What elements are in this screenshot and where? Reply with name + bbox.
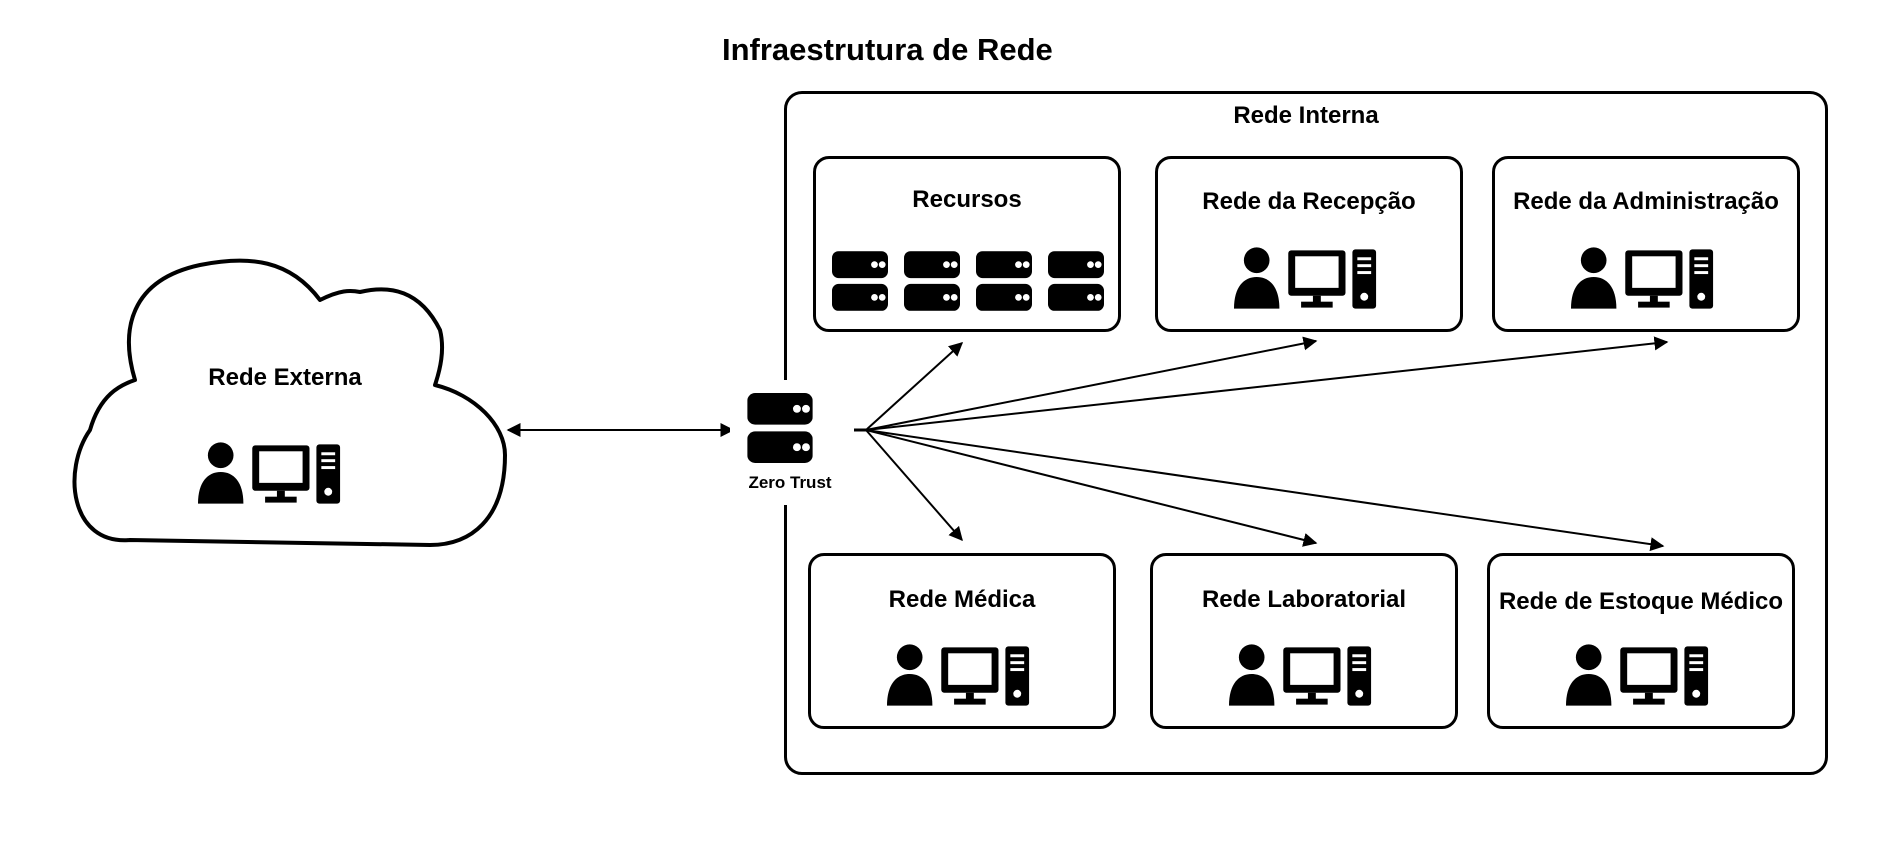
network-box-reception: Rede da Recepção xyxy=(1155,156,1463,332)
internal-network-label: Rede Interna xyxy=(1233,102,1379,129)
workstation-icon xyxy=(887,644,1035,706)
network-box-laboratory: Rede Laboratorial xyxy=(1150,553,1458,729)
network-label: Rede de Estoque Médico xyxy=(1498,588,1784,615)
network-label: Rede da Recepção xyxy=(1202,188,1416,215)
server-icon xyxy=(976,251,1032,311)
workstation-icon xyxy=(1566,644,1714,706)
server-icon xyxy=(741,393,819,463)
diagram-title: Infraestrutura de Rede xyxy=(722,32,1053,67)
network-box-medical: Rede Médica xyxy=(808,553,1116,729)
workstation-icon xyxy=(1571,247,1719,309)
server-icon xyxy=(832,251,888,311)
resources-box: Recursos xyxy=(813,156,1121,332)
network-label: Rede Médica xyxy=(888,586,1036,613)
external-network-label: Rede Externa xyxy=(208,364,362,391)
cloud-shape xyxy=(72,258,507,547)
server-icon xyxy=(1048,251,1104,311)
network-box-administration: Rede da Administração xyxy=(1492,156,1800,332)
server-icon xyxy=(904,251,960,311)
resources-label: Recursos xyxy=(912,186,1022,213)
gateway-label: Zero Trust xyxy=(748,473,832,492)
network-box-stock: Rede de Estoque Médico xyxy=(1487,553,1795,729)
arrow-to-medical xyxy=(865,429,963,542)
workstation-icon xyxy=(198,442,346,504)
workstation-icon xyxy=(1234,247,1382,309)
workstation-icon xyxy=(1229,644,1377,706)
arrow-to-stock xyxy=(865,429,1665,552)
arrow-to-administration xyxy=(865,336,1669,431)
network-label: Rede Laboratorial xyxy=(1201,586,1407,613)
arrow-to-reception xyxy=(865,336,1318,431)
arrow-to-resources xyxy=(865,342,964,431)
network-label: Rede da Administração xyxy=(1513,188,1779,215)
arrow-to-laboratory xyxy=(865,429,1318,547)
